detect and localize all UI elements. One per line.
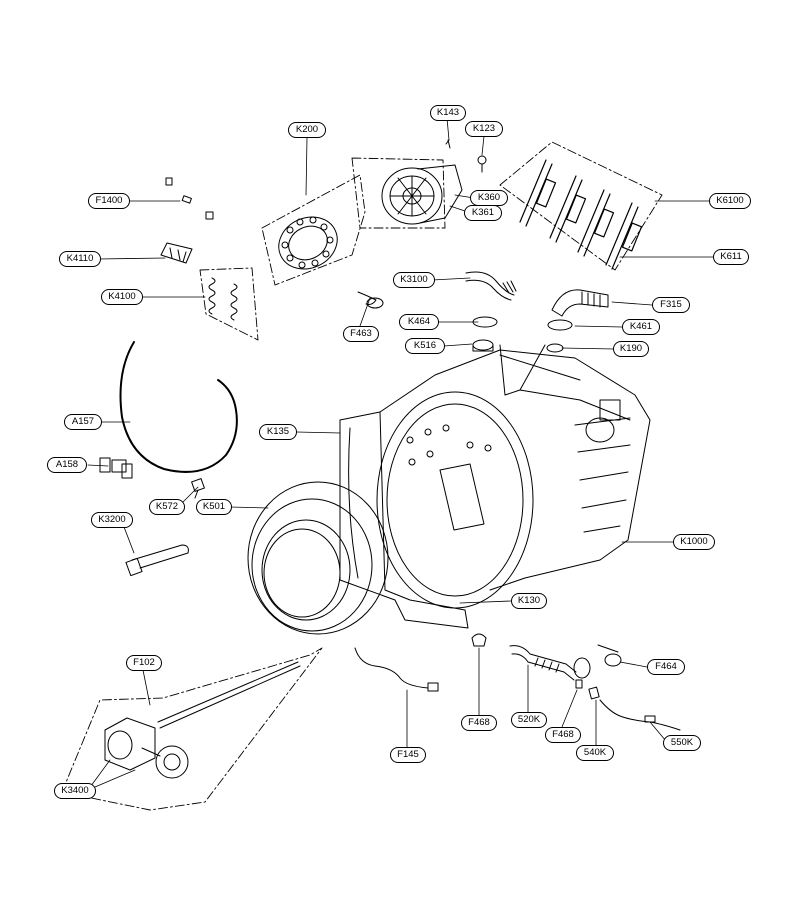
f102-rod <box>157 661 301 729</box>
k501-gasket <box>247 481 389 635</box>
k200-ring <box>278 216 338 270</box>
k3400-pump <box>104 717 189 779</box>
a157-harness <box>119 341 238 473</box>
f464-clamp <box>597 644 622 667</box>
callout-k4100: K4100 <box>101 289 143 305</box>
callout-550k: 550K <box>663 735 701 751</box>
callout-k360: K360 <box>470 190 508 206</box>
callout-k143: K143 <box>430 105 466 121</box>
callout-k200: K200 <box>288 122 326 138</box>
callout-f102: F102 <box>126 655 162 671</box>
callout-f468-a: F468 <box>461 715 497 731</box>
callout-f1400: F1400 <box>88 193 130 209</box>
callout-k130: K130 <box>511 593 547 609</box>
callout-f315: F315 <box>652 297 690 313</box>
callout-k461: K461 <box>622 319 660 335</box>
k3100-hose <box>465 271 517 301</box>
520k-hose <box>509 645 591 681</box>
k3200-heater <box>125 544 189 577</box>
k4100-springs <box>208 277 238 321</box>
f145-wire <box>354 647 439 692</box>
callout-k190: K190 <box>613 341 649 357</box>
callout-f463: F463 <box>343 326 379 342</box>
callout-k3100: K3100 <box>393 272 435 288</box>
k1000-tub <box>379 344 651 591</box>
callout-k4110: K4110 <box>59 251 101 267</box>
callout-k135: K135 <box>259 424 297 440</box>
callout-k1000: K1000 <box>673 534 715 550</box>
callout-f468-b: F468 <box>545 727 581 743</box>
k4110-bracket <box>160 242 193 264</box>
drum-front <box>376 391 534 609</box>
callout-k572: K572 <box>149 499 185 515</box>
k572-part <box>191 478 205 499</box>
f468-clamp <box>471 633 487 647</box>
f1400-parts <box>165 177 214 220</box>
callout-a157: A157 <box>64 414 102 430</box>
callout-a158: A158 <box>47 457 87 473</box>
callout-f464: F464 <box>647 659 685 675</box>
callout-k3200: K3200 <box>91 512 133 528</box>
k360-motor <box>381 139 487 225</box>
upper-fittings <box>357 289 609 353</box>
callout-540k: 540K <box>576 745 614 761</box>
callout-k464: K464 <box>399 314 439 330</box>
callout-k501: K501 <box>196 499 232 515</box>
k6100-shocks <box>519 159 643 270</box>
callout-f145: F145 <box>390 747 426 763</box>
callout-k6100: K6100 <box>709 193 751 209</box>
callout-k361: K361 <box>464 205 502 221</box>
group-outlines <box>61 141 663 811</box>
540k-550k-parts <box>575 679 681 731</box>
callout-520k: 520K <box>511 712 547 728</box>
callout-k123: K123 <box>465 121 503 137</box>
callout-k516: K516 <box>405 338 445 354</box>
a158-connector <box>99 457 133 479</box>
callout-k3400: K3400 <box>54 783 96 799</box>
callout-k611: K611 <box>713 249 749 265</box>
leader-lines <box>87 117 715 791</box>
